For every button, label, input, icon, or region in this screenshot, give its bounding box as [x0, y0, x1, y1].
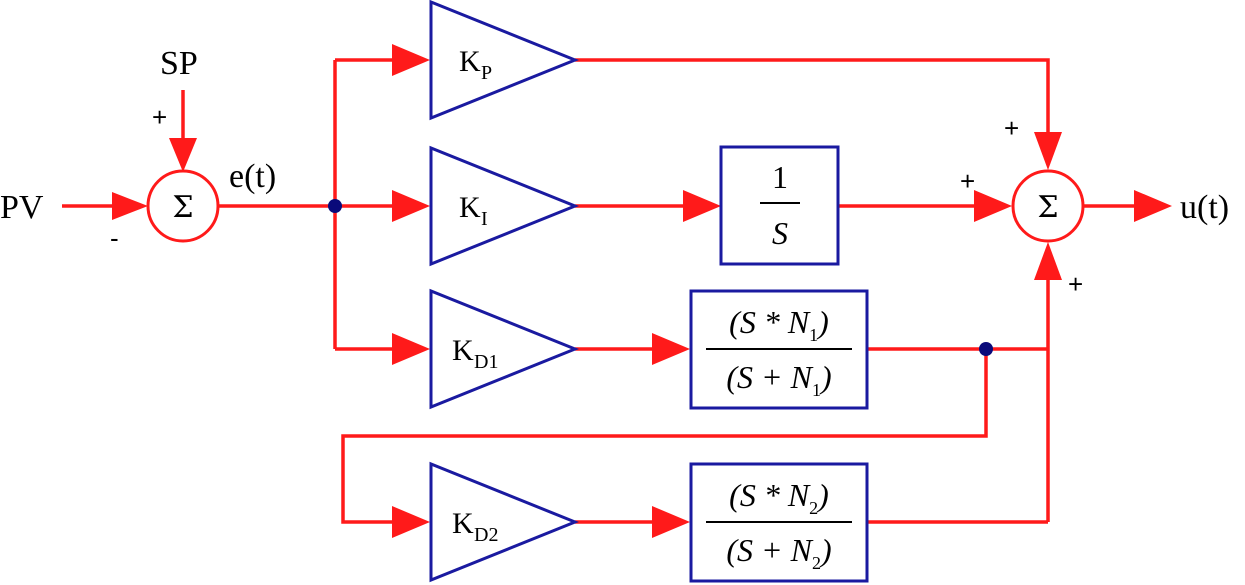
gain-ki: K I: [429, 145, 580, 267]
sum-error-symbol: Σ: [172, 190, 193, 225]
arrow-derivative-sum: [1034, 242, 1062, 280]
sign-kp: +: [1004, 113, 1019, 143]
sum-output-symbol: Σ: [1037, 190, 1058, 225]
sum-error: Σ: [146, 169, 220, 243]
arrow-to-ki: [392, 190, 430, 222]
arrow-ki-integrator: [683, 190, 721, 222]
sign-sp: +: [152, 102, 167, 132]
arrow-to-kp: [392, 44, 430, 76]
arrow-pv: [112, 192, 148, 220]
gain-kd2-sub: D2: [474, 524, 498, 546]
junction-derivative: [979, 342, 993, 356]
filter2-block: (S * N2) (S + N2): [689, 462, 869, 583]
gain-kd1: K D1: [429, 288, 580, 410]
filter1-numerator: (S * N1): [729, 304, 829, 345]
junction-error: [328, 199, 342, 213]
label-sp: SP: [160, 45, 198, 82]
sum-output: Σ: [1011, 169, 1085, 243]
gain-ki-sub: I: [481, 208, 488, 230]
integrator-num: 1: [772, 159, 788, 195]
gain-kp-sub: P: [481, 62, 492, 84]
gain-kd2: K D2: [429, 461, 580, 583]
sign-ki: +: [960, 166, 975, 196]
arrow-kd1-filter1: [652, 333, 690, 365]
gain-kp: K P: [429, 0, 580, 121]
arrow-kp-sum: [1034, 132, 1062, 170]
label-pv: PV: [0, 189, 44, 226]
arrow-sp: [169, 138, 197, 172]
integrator-den: S: [772, 215, 788, 251]
arrow-to-kd2: [392, 506, 430, 538]
label-error: e(t): [229, 158, 276, 195]
arrow-output: [1134, 190, 1172, 222]
wire-loop-kd2: [341, 349, 988, 524]
arrow-kd2-filter2: [652, 506, 690, 538]
gain-kd1-label: K: [452, 334, 474, 367]
sign-pv: -: [110, 223, 119, 253]
wire-kp-out: [575, 58, 1050, 138]
label-output: u(t): [1180, 189, 1229, 226]
filter1-block: (S * N1) (S + N1): [689, 289, 869, 410]
sign-kd: +: [1068, 269, 1083, 299]
gain-kd2-label: K: [452, 507, 474, 540]
filter1-denominator: (S + N1): [726, 359, 831, 400]
gain-kd1-sub: D1: [474, 351, 498, 373]
gain-kp-label: K: [459, 45, 481, 78]
filter2-numerator: (S * N2): [729, 477, 829, 518]
integrator-block: 1 S: [719, 145, 840, 266]
arrow-integrator-sum: [974, 190, 1012, 222]
filter2-denominator: (S + N2): [726, 532, 831, 573]
gain-ki-label: K: [459, 191, 481, 224]
arrow-to-kd1: [392, 333, 430, 365]
